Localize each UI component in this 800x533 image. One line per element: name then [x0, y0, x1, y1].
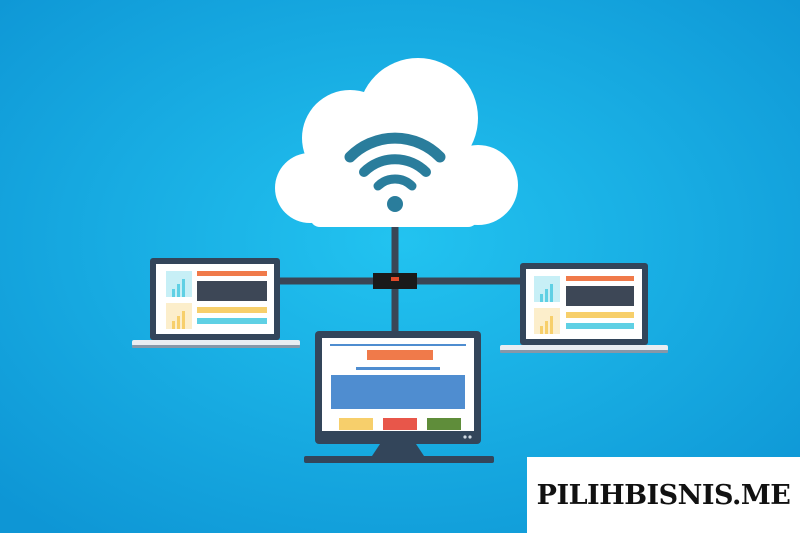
wifi-icon [344, 132, 446, 212]
network-hub-icon [373, 273, 417, 289]
watermark-banner: PILIHBISNIS.ME [527, 457, 800, 533]
bar-chart-icon [166, 271, 192, 329]
bar-chart-icon [534, 276, 560, 334]
desktop-monitor-icon [304, 331, 494, 463]
left-laptop-icon [132, 258, 300, 348]
right-laptop-icon [500, 263, 668, 353]
watermark-text: PILIHBISNIS.ME [536, 479, 791, 511]
